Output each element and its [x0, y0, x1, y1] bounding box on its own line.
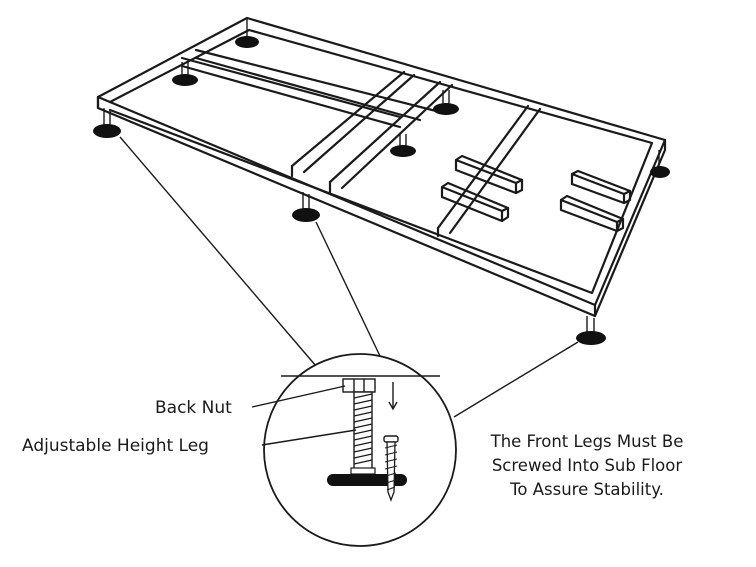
- back-nut-label: Back Nut: [155, 398, 232, 418]
- back-nut-leader: [251, 385, 346, 408]
- caption-line-2: Screwed Into Sub Floor: [492, 456, 683, 475]
- screw-icon: [383, 435, 399, 502]
- caption-line-3: To Assure Stability.: [509, 480, 664, 499]
- callout-lines: [119, 136, 579, 418]
- caption-line-1: The Front Legs Must Be: [490, 432, 684, 451]
- short-slats: [440, 154, 632, 233]
- leg-back-left: [172, 62, 198, 86]
- leg-leader: [261, 429, 357, 446]
- down-arrow-icon: [388, 382, 398, 411]
- leg-front-left-corner: [93, 108, 121, 138]
- platform-frame: [96, 16, 667, 318]
- leg-right-back: [650, 150, 670, 178]
- platform-legs: [93, 18, 670, 345]
- leg-center: [390, 134, 416, 157]
- stability-caption: The Front Legs Must Be Screwed Into Sub …: [490, 432, 684, 499]
- leg-front-right-corner: [576, 316, 606, 345]
- leg-back-corner: [235, 18, 259, 48]
- leg-front-middle: [292, 192, 320, 222]
- detail-magnifier: [251, 353, 457, 547]
- adjustable-leg-label: Adjustable Height Leg: [22, 436, 209, 456]
- leg-middle-back: [433, 90, 459, 115]
